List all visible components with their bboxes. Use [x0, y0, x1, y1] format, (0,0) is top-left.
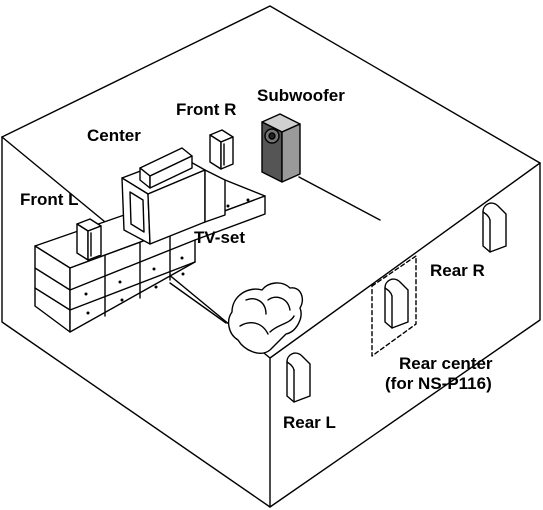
label-rear-center-note: (for NS-P116)	[385, 374, 492, 393]
label-rear-r: Rear R	[430, 261, 485, 280]
rear-l-speaker	[286, 352, 311, 403]
subwoofer	[261, 113, 301, 183]
label-center: Center	[87, 126, 141, 145]
label-front-l: Front L	[20, 190, 79, 209]
rear-r-speaker	[482, 202, 507, 253]
armchair	[227, 282, 304, 354]
label-rear-center: Rear center	[399, 354, 493, 373]
room-outline	[1, 5, 541, 508]
front-r-speaker	[209, 129, 234, 170]
label-tv-set: TV-set	[194, 228, 245, 247]
center-speaker	[139, 147, 193, 189]
front-l-speaker	[76, 218, 102, 261]
rear-center-speaker	[371, 255, 417, 357]
label-front-r: Front R	[176, 100, 236, 119]
label-rear-l: Rear L	[283, 413, 336, 432]
label-subwoofer: Subwoofer	[257, 86, 345, 105]
